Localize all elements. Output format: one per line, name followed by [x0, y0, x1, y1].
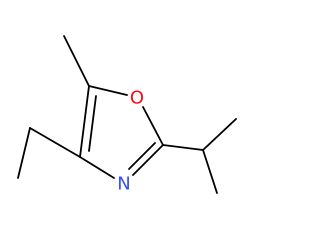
bond-isopropyl-ch3-up: [202, 118, 237, 151]
nitrogen-atom-label: N: [117, 174, 130, 195]
oxygen-atom-label: O: [130, 88, 144, 109]
bond-c4-ethyl-ch2: [29, 127, 81, 158]
bond-c2-n3: [132, 144, 164, 176]
bond-c4-c5: [79, 85, 90, 158]
bond-ethyl-ch3: [17, 127, 31, 179]
oxazole-structure-diagram: O N: [17, 35, 237, 195]
bond-c2-n3-inner: [128, 142, 156, 170]
bond-n3-c4: [79, 156, 115, 179]
bond-c2-isopropyl-ch: [162, 144, 204, 151]
bond-c5-o1: [88, 85, 128, 96]
molecule-canvas: O N: [17, 35, 237, 195]
bond-isopropyl-ch3-down: [202, 149, 218, 194]
bond-o1-c2: [142, 106, 164, 146]
bond-c4-c5-inner: [88, 95, 97, 152]
bond-c5-methyl: [63, 35, 90, 87]
